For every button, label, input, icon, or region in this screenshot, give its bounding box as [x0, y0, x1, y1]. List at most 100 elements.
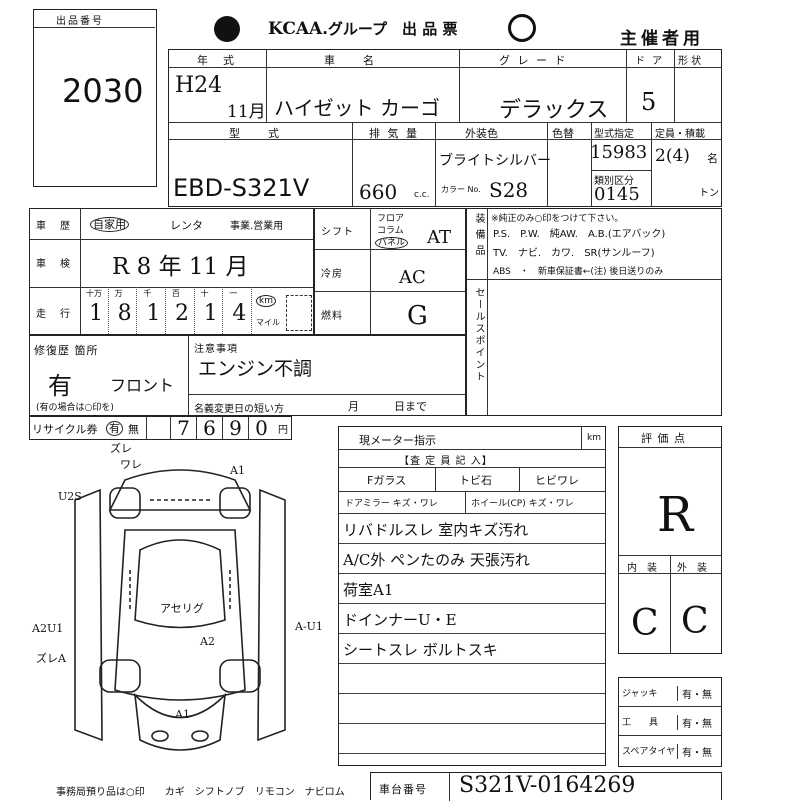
ton-unit: トン: [699, 188, 719, 199]
model-year: H24: [175, 73, 223, 98]
wheel-label: ホイール(CP) キズ・ワレ: [471, 499, 574, 509]
host-use-label: 主催者用: [620, 29, 704, 49]
mileage-digit-label: 百: [172, 289, 180, 298]
mileage-digit-label: 十: [200, 289, 209, 298]
shift-column: コラム: [377, 226, 404, 236]
tools-block: ジャッキ有・無工 具有・無スペアタイヤ有・無: [618, 677, 722, 767]
shift-value: AT: [427, 227, 452, 248]
shift-floor: フロア: [377, 214, 405, 224]
inspector-note: シートスレ ボルトスキ: [343, 641, 498, 659]
mark-a1-front: A1: [174, 708, 190, 721]
capacity-value: 2(4): [655, 146, 690, 166]
mileage-digit-label: 十万: [86, 289, 102, 298]
inspector-title: 【査 定 員 記 入】: [399, 456, 493, 467]
type-designation-no: 15983: [590, 142, 648, 163]
diagram-headlight-l: [151, 730, 169, 742]
mark-a1-top: A1: [229, 464, 245, 477]
chassis-label: 車台番号: [379, 783, 427, 796]
repair-note: (有の場合は○印を): [36, 403, 114, 413]
inspection-label: 車 検: [36, 259, 72, 270]
diagram-headlight-r: [191, 730, 209, 742]
diagram-body-top: [108, 469, 252, 511]
brand-title: KCAA.グループ 出 品 票: [268, 18, 457, 39]
diagram-body-main: [114, 529, 246, 701]
exterior-grade: C: [681, 601, 709, 642]
lot-box: 出品番号 2030: [33, 9, 157, 187]
lot-number: 2030: [62, 72, 144, 110]
displacement-value: 660: [359, 180, 398, 204]
repair-location: フロント: [110, 376, 175, 395]
color-no-label: カラー No.: [441, 185, 481, 194]
inspector-note: A/C外 ペンたのみ 天張汚れ: [343, 551, 530, 569]
mileage-digit-value: 1: [89, 301, 103, 326]
tool-value: 有・無: [677, 744, 712, 759]
equipment-line2: TV. ナビ. カワ. SR(サンルーフ): [493, 248, 655, 259]
tool-label: ジャッキ: [622, 689, 658, 699]
diagram-wheel-fl: [99, 659, 141, 693]
mile-unit: マイル: [256, 318, 280, 327]
stone-chip-label: トビ石: [459, 474, 492, 487]
class-no: 0145: [594, 184, 640, 205]
inspection-block: 現メーター指示 km 【査 定 員 記 入】 Fガラス トビ石 ヒビワレ ドアミ…: [338, 426, 606, 766]
model-code: EBD-S321V: [173, 174, 310, 202]
diagram-wheel-fr: [219, 659, 261, 693]
history-block: 車 歴 自家用 レンタ 事業.営業用 車 検 R 8 年 11 月 走 行 十万…: [29, 208, 314, 335]
spec-block: シフト フロア コラム パネル AT 冷房 AC 燃料 G: [314, 208, 466, 335]
recycle-digit: 9: [222, 417, 248, 439]
chassis-number: S321V-0164269: [459, 773, 636, 798]
meter-label: 現メーター指示: [359, 434, 436, 447]
model-code-label: 型 式: [229, 127, 281, 140]
shift-label: シフト: [321, 227, 354, 238]
grade-value: デラックス: [499, 98, 609, 123]
mark-u2s: U2S: [58, 490, 82, 503]
equipment-note: ※純正のみ○印をつけて下さい。: [491, 214, 624, 224]
mileage-digit-value: 4: [232, 301, 247, 326]
displacement-label: 排 気 量: [369, 127, 419, 140]
grade-score-label: 評 価 点: [641, 432, 686, 445]
name-change-day: 日まで: [394, 400, 427, 413]
tool-label: 工 具: [622, 718, 659, 728]
chassis-box: 車台番号 S321V-0164269: [370, 772, 722, 801]
mileage-check-box: [286, 295, 312, 331]
mark-ware: ワレ: [120, 458, 142, 471]
color-change-label: 色替: [552, 127, 574, 140]
door-count: 5: [641, 88, 657, 116]
recycle-digit: 6: [196, 417, 222, 439]
vehicle-damage-diagram: ズレ ワレ A1 U2S A2U1 ズレA A-U1 A1 A2 アセリグ: [31, 441, 323, 751]
diagram-right-side: [257, 488, 286, 742]
diagram-left-side: [74, 488, 103, 742]
shift-panel: パネル: [375, 235, 409, 249]
name-change-month: 月: [348, 400, 361, 413]
inspector-note: ドインナーU・E: [343, 611, 457, 629]
history-business: 事業.営業用: [230, 221, 284, 232]
recycle-yen: 円: [278, 425, 288, 436]
diagram-roof: [134, 539, 226, 629]
vehicle-info-table: 年 式 車 名 グ レ ー ド ド ア 形 状 H24 11月 ハイゼット カー…: [168, 49, 722, 207]
recycle-no: 無: [128, 423, 139, 436]
fuel-value: G: [407, 301, 428, 331]
recycle-label: リサイクル券: [32, 423, 98, 436]
caution-label: 注意事項: [194, 344, 238, 355]
crack-label: ヒビワレ: [535, 474, 579, 487]
ac-value: AC: [399, 267, 426, 288]
name-change-label: 名義変更日の短い方: [194, 404, 284, 415]
interior-label: 内 装: [627, 563, 657, 574]
mileage-digit: 十万 1: [80, 287, 109, 334]
brand-mark: [508, 14, 536, 42]
shape-label: 形 状: [678, 56, 702, 67]
type-designation-label: 型式指定: [594, 129, 634, 140]
equipment-block: 装備品 ※純正のみ○印をつけて下さい。 P.S. P.W. 純AW. A.B.(…: [466, 208, 722, 416]
tool-value: 有・無: [677, 715, 712, 730]
year-label: 年 式: [197, 54, 236, 67]
mirror-label: ドアミラー キズ・ワレ: [345, 499, 438, 509]
mark-zure-a: ズレA: [36, 651, 67, 665]
mileage-label: 走 行: [36, 309, 72, 320]
